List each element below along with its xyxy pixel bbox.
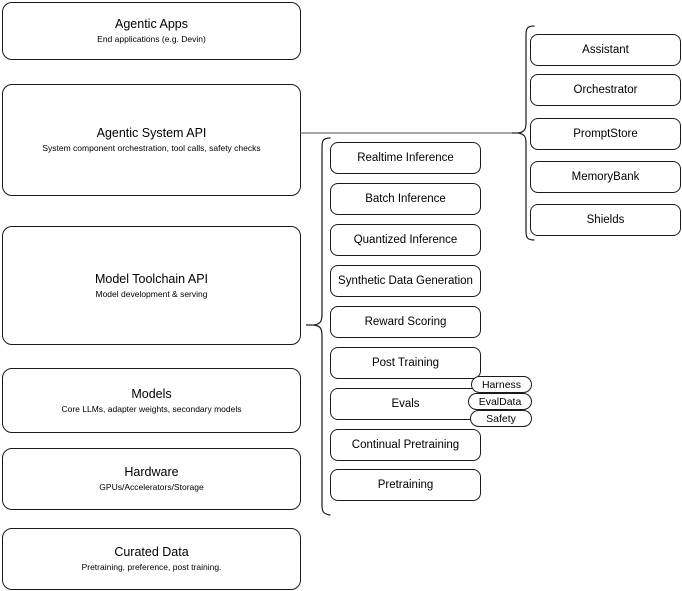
capability-label: Quantized Inference <box>353 234 458 246</box>
capability-box-quantized-inference[interactable]: Quantized Inference <box>330 224 481 256</box>
layer-title: Agentic System API <box>96 126 207 140</box>
component-label: Shields <box>586 214 625 226</box>
layer-title: Agentic Apps <box>115 17 188 31</box>
capability-label: Realtime Inference <box>357 152 454 164</box>
capability-box-continual-pretraining[interactable]: Continual Pretraining <box>330 429 481 461</box>
layer-box-curated-data[interactable]: Curated Data Pretraining, preference, po… <box>2 528 301 590</box>
capability-box-batch-inference[interactable]: Batch Inference <box>330 183 481 215</box>
capability-label: Continual Pretraining <box>351 439 460 451</box>
capability-label: Pretraining <box>377 479 434 491</box>
capability-box-synthetic-data-generation[interactable]: Synthetic Data Generation <box>330 265 481 297</box>
layer-title: Models <box>131 386 172 401</box>
component-box-memorybank[interactable]: MemoryBank <box>530 161 681 193</box>
capability-box-post-training[interactable]: Post Training <box>330 347 481 379</box>
component-box-promptstore[interactable]: PromptStore <box>530 118 681 150</box>
layer-subtitle: Core LLMs, adapter weights, secondary mo… <box>61 403 242 414</box>
capability-box-reward-scoring[interactable]: Reward Scoring <box>330 306 481 338</box>
layer-box-hardware[interactable]: Hardware GPUs/Accelerators/Storage <box>2 448 301 510</box>
eval-pill-label: Harness <box>481 378 522 391</box>
layer-subtitle: System component orchestration, tool cal… <box>42 143 261 153</box>
layer-title: Curated Data <box>114 545 189 559</box>
capability-box-pretraining[interactable]: Pretraining <box>330 469 481 501</box>
layer-subtitle: GPUs/Accelerators/Storage <box>99 482 204 492</box>
capability-box-evals[interactable]: Evals <box>330 388 481 420</box>
brace-system-components <box>512 24 536 242</box>
eval-pill-safety[interactable]: Safety <box>470 410 532 427</box>
capability-label: Synthetic Data Generation <box>338 275 473 287</box>
component-label: Orchestrator <box>573 84 638 96</box>
layer-box-model-toolchain-api[interactable]: Model Toolchain API Model development & … <box>2 226 301 345</box>
capability-label: Evals <box>391 398 420 410</box>
component-box-assistant[interactable]: Assistant <box>530 34 681 66</box>
eval-pill-harness[interactable]: Harness <box>471 376 532 393</box>
layer-box-agentic-apps[interactable]: Agentic Apps End applications (e.g. Devi… <box>2 2 301 60</box>
component-label: MemoryBank <box>571 171 640 183</box>
layer-subtitle: End applications (e.g. Devin) <box>97 34 206 44</box>
capability-box-realtime-inference[interactable]: Realtime Inference <box>330 142 481 174</box>
connector-system-api-to-components <box>300 124 522 144</box>
component-label: PromptStore <box>573 128 638 140</box>
capability-label: Reward Scoring <box>364 316 447 328</box>
layer-box-models[interactable]: Models Core LLMs, adapter weights, secon… <box>2 368 301 433</box>
eval-pill-label: EvalData <box>478 395 522 408</box>
layer-subtitle: Model development & serving <box>95 288 208 299</box>
eval-pill-label: Safety <box>486 412 516 425</box>
eval-pill-evaldata[interactable]: EvalData <box>468 393 532 410</box>
layer-box-agentic-system-api[interactable]: Agentic System API System component orch… <box>2 84 301 196</box>
layer-title: Hardware <box>124 465 179 479</box>
component-box-orchestrator[interactable]: Orchestrator <box>530 74 681 106</box>
capability-label: Batch Inference <box>365 193 446 205</box>
layer-title: Model Toolchain API <box>94 271 209 286</box>
capability-label: Post Training <box>371 357 440 369</box>
layer-subtitle: Pretraining, preference, post training. <box>81 562 222 572</box>
component-label: Assistant <box>582 44 629 56</box>
component-box-shields[interactable]: Shields <box>530 204 681 236</box>
brace-toolchain-capabilities <box>306 136 332 518</box>
